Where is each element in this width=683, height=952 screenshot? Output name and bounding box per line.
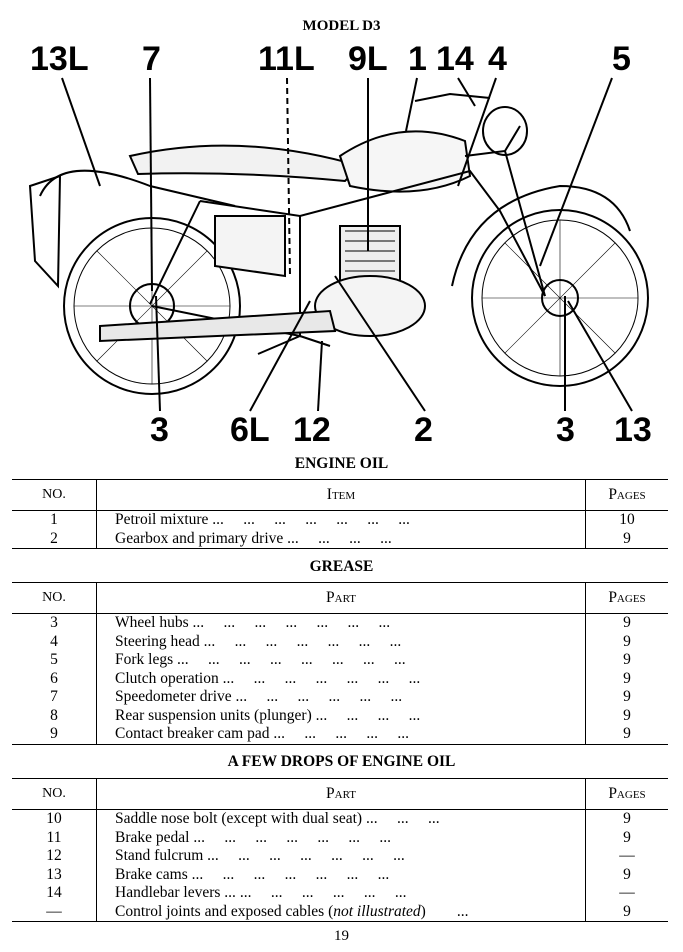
col-part: Part [96, 582, 586, 614]
row-item: Stand fulcrum ... ... ... ... ... ... ..… [96, 847, 586, 866]
row-item: Contact breaker cam pad ... ... ... ... … [96, 725, 586, 745]
table-row: 8 Rear suspension units (plunger) ... ...… [12, 706, 668, 725]
col-item: Item [96, 479, 586, 511]
callout-13L: 13L [30, 40, 89, 78]
row-page: 10 [619, 511, 635, 529]
row-no: 13 [46, 865, 62, 883]
row-page: 9 [623, 865, 631, 883]
table-row: 14 Handlebar levers ... ... ... ... ... .… [12, 884, 668, 903]
row-no: 10 [46, 810, 62, 828]
callout-3-rear: 3 [150, 411, 169, 449]
callout-13: 13 [614, 411, 652, 449]
row-no: 8 [50, 706, 58, 724]
few-drops-table: NO. Part Pages 10 Saddle nose bolt (excep… [12, 778, 668, 922]
row-page: 9 [585, 902, 668, 922]
page-title: MODEL D3 [302, 18, 381, 34]
row-no: 6 [50, 669, 58, 687]
col-pages: Pages [585, 778, 668, 810]
row-page: 9 [623, 632, 631, 650]
table-row: 12 Stand fulcrum ... ... ... ... ... ... … [12, 847, 668, 866]
row-no: 5 [50, 651, 58, 669]
row-no: 2 [12, 529, 97, 549]
row-item: Rear suspension units (plunger) ... ... … [96, 706, 586, 725]
row-page: — [619, 847, 635, 865]
row-no: — [12, 902, 97, 922]
motorcycle-diagram: 13L 7 11L 9L 1 14 4 5 3 6L 12 2 3 13 [28, 40, 652, 449]
section-title-grease: GREASE [309, 558, 374, 575]
callout-14: 14 [436, 40, 474, 78]
row-item: Brake pedal ... ... ... ... ... ... ... [96, 828, 586, 847]
table-row: —Control joints and exposed cables (not … [12, 902, 668, 922]
col-pages: Pages [585, 479, 668, 511]
callout-9L: 9L [348, 40, 388, 78]
row-item: Saddle nose bolt (except with dual seat)… [96, 809, 586, 829]
callout-11L: 11L [258, 40, 315, 78]
callout-6L: 6L [230, 411, 270, 449]
callout-3-front: 3 [556, 411, 575, 449]
row-page: 9 [623, 614, 631, 632]
table-row: 5 Fork legs ... ... ... ... ... ... ... .… [12, 651, 668, 670]
table-row: 4 Steering head ... ... ... ... ... ... .… [12, 632, 668, 651]
grease-table: NO. Part Pages 3 Wheel hubs ... ... ... .… [12, 582, 668, 745]
row-item: Wheel hubs ... ... ... ... ... ... ... [96, 613, 586, 633]
front-wheel [471, 209, 649, 387]
row-page: 9 [623, 706, 631, 724]
row-item: Petroil mixture ... ... ... ... ... ... … [96, 510, 586, 530]
table-row: 13 Brake cams ... ... ... ... ... ... ...… [12, 865, 668, 884]
callout-4: 4 [488, 40, 507, 78]
row-no: 11 [46, 828, 62, 846]
row-no: 9 [12, 725, 97, 745]
callout-1: 1 [408, 40, 427, 78]
row-page: 9 [585, 725, 668, 745]
row-no: 4 [50, 632, 58, 650]
row-item: Control joints and exposed cables (not i… [96, 902, 586, 922]
row-item: Fork legs ... ... ... ... ... ... ... ..… [96, 651, 586, 670]
row-item: Handlebar levers ... ... ... ... ... ...… [96, 884, 586, 903]
table-row: 10 Saddle nose bolt (except with dual sea… [12, 809, 668, 829]
row-page: 9 [585, 529, 668, 549]
callout-12: 12 [293, 411, 331, 449]
row-page: 9 [623, 810, 631, 828]
section-title-engine-oil: ENGINE OIL [294, 455, 389, 472]
row-page: — [619, 884, 635, 902]
row-item: Brake cams ... ... ... ... ... ... ... [96, 865, 586, 884]
table-row: 3 Wheel hubs ... ... ... ... ... ... ... 9 [12, 613, 668, 633]
row-no: 14 [46, 884, 62, 902]
row-page: 9 [623, 669, 631, 687]
table-row: 11 Brake pedal ... ... ... ... ... ... ..… [12, 828, 668, 847]
callout-5: 5 [612, 40, 631, 78]
row-no: 3 [50, 614, 58, 632]
row-no: 7 [50, 688, 58, 706]
table-row: 7 Speedometer drive ... ... ... ... ... .… [12, 688, 668, 707]
col-no: NO. [12, 479, 97, 511]
col-no: NO. [12, 582, 97, 614]
row-item: Gearbox and primary drive ... ... ... ..… [96, 529, 586, 549]
row-no: 1 [50, 511, 58, 529]
callout-2: 2 [414, 411, 433, 449]
row-item: Clutch operation ... ... ... ... ... ...… [96, 669, 586, 688]
col-pages: Pages [585, 582, 668, 614]
callout-7: 7 [142, 40, 161, 78]
col-no: NO. [12, 778, 97, 810]
row-item: Steering head ... ... ... ... ... ... ..… [96, 632, 586, 651]
table-row: 6 Clutch operation ... ... ... ... ... ..… [12, 669, 668, 688]
row-page: 9 [623, 688, 631, 706]
row-page: 9 [623, 651, 631, 669]
engine-oil-table: NO. Item Pages 1 Petroil mixture ... ...… [12, 479, 668, 549]
row-item: Speedometer drive ... ... ... ... ... ..… [96, 688, 586, 707]
row-no: 12 [46, 847, 62, 865]
col-part: Part [96, 778, 586, 810]
table-row: 1 Petroil mixture ... ... ... ... ... ..… [12, 510, 668, 530]
row-page: 9 [623, 828, 631, 846]
table-row: 2 Gearbox and primary drive ... ... ... … [12, 529, 668, 549]
page-number: 19 [334, 928, 349, 944]
section-title-few-drops: A FEW DROPS OF ENGINE OIL [227, 753, 456, 770]
